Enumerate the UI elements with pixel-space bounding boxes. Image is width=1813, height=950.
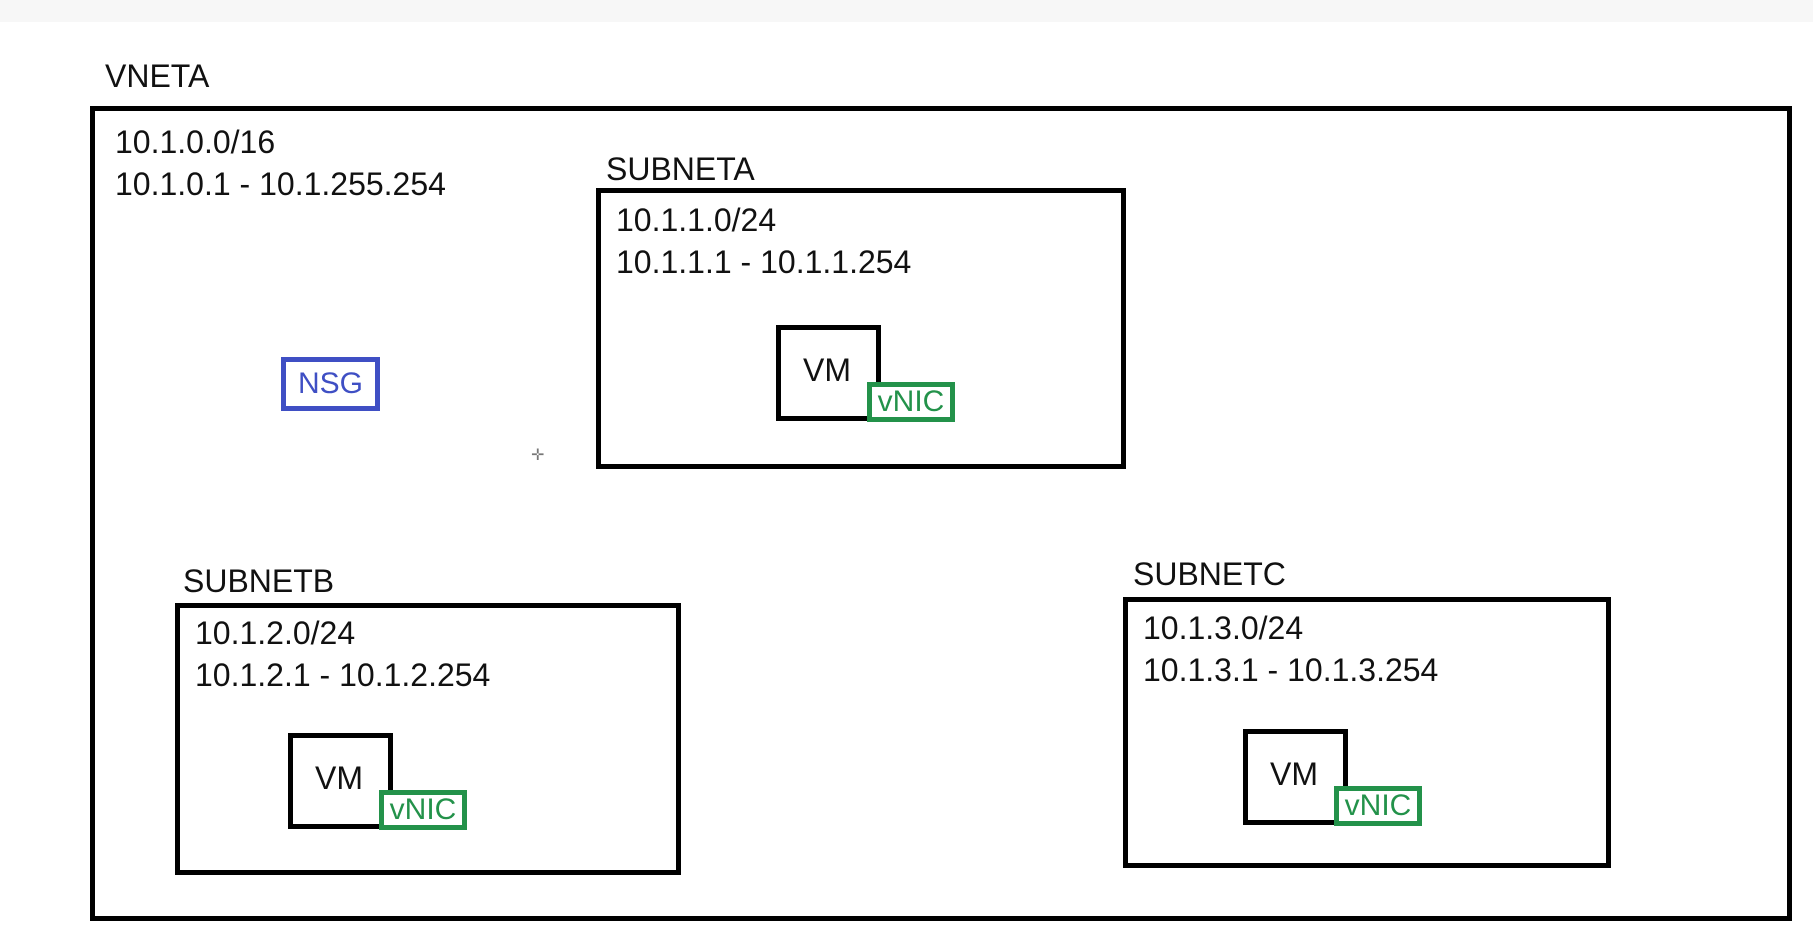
vnet-cidr: 10.1.0.0/16 — [115, 124, 276, 160]
subnet-a-box: 10.1.1.0/24 10.1.1.1 - 10.1.1.254 — [596, 188, 1126, 469]
nsg-box: NSG — [281, 357, 380, 411]
subnet-c-address-block: 10.1.3.0/24 10.1.3.1 - 10.1.3.254 — [1143, 607, 1438, 691]
subnet-b-vm: VM — [288, 733, 393, 829]
vnet-name: VNETA — [105, 58, 210, 94]
vnet-address-block: 10.1.0.0/16 10.1.0.1 - 10.1.255.254 — [115, 121, 446, 205]
vnet-range: 10.1.0.1 - 10.1.255.254 — [115, 166, 446, 202]
subnet-c-name: SUBNETC — [1133, 556, 1286, 592]
subnet-b-box: 10.1.2.0/24 10.1.2.1 - 10.1.2.254 — [175, 603, 681, 875]
subnet-c-vm-label: VM — [1270, 756, 1318, 792]
subnet-a-vm-label: VM — [803, 352, 851, 388]
subnet-b-vnic: vNIC — [379, 790, 467, 830]
subnet-c-vnic: vNIC — [1334, 786, 1422, 826]
cursor-crosshair-icon: ✛ — [531, 447, 545, 464]
subnet-a-name: SUBNETA — [606, 151, 755, 187]
subnet-b-range: 10.1.2.1 - 10.1.2.254 — [195, 657, 491, 693]
subnet-c-vm: VM — [1243, 729, 1348, 825]
subnet-b-cidr: 10.1.2.0/24 — [195, 615, 356, 651]
subnet-b-vm-label: VM — [315, 760, 363, 796]
subnet-b-name: SUBNETB — [183, 563, 335, 599]
subnet-a-address-block: 10.1.1.0/24 10.1.1.1 - 10.1.1.254 — [616, 199, 911, 283]
subnet-c-box: 10.1.3.0/24 10.1.3.1 - 10.1.3.254 — [1123, 597, 1611, 868]
top-bar — [0, 0, 1813, 22]
subnet-a-vm: VM — [776, 325, 881, 421]
subnet-b-address-block: 10.1.2.0/24 10.1.2.1 - 10.1.2.254 — [195, 612, 490, 696]
subnet-a-vnic: vNIC — [867, 382, 955, 422]
subnet-a-range: 10.1.1.1 - 10.1.1.254 — [616, 244, 912, 280]
subnet-c-range: 10.1.3.1 - 10.1.3.254 — [1143, 652, 1439, 688]
subnet-a-cidr: 10.1.1.0/24 — [616, 202, 777, 238]
subnet-c-cidr: 10.1.3.0/24 — [1143, 610, 1304, 646]
vnet-box: 10.1.0.0/16 10.1.0.1 - 10.1.255.254 — [90, 106, 1792, 921]
